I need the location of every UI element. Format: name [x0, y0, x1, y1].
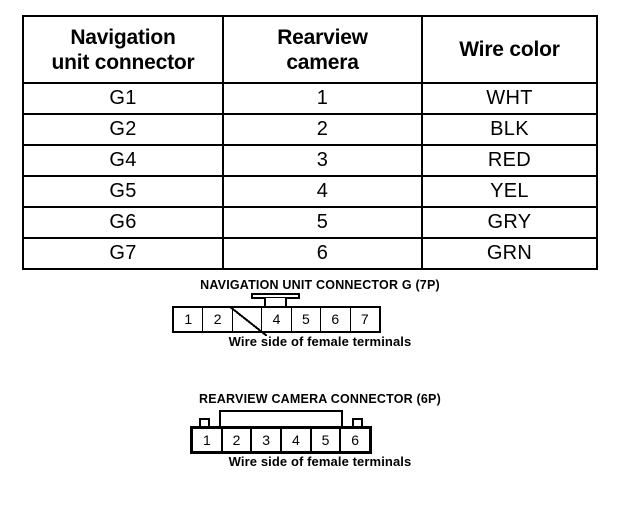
nav-pin-7: 7 — [360, 311, 369, 327]
navigation-unit-connector-figure: 1 2 4 5 6 7 — [0, 292, 640, 336]
table-row: G2 2 BLK — [22, 113, 598, 146]
connector-locking-tab-icon — [251, 293, 300, 308]
rearview-camera-connector-caption: Wire side of female terminals — [228, 454, 412, 469]
cam-pin-5: 5 — [312, 429, 342, 451]
column-header-wire-color: Wire color — [421, 15, 598, 84]
table-row: G7 6 GRN — [22, 237, 598, 270]
column-header-line: camera — [286, 50, 359, 74]
rearview-camera-connector-figure: 1 2 3 4 5 6 — [0, 406, 640, 454]
column-header-line: Rearview — [277, 25, 368, 49]
rearview-camera-connector-title: REARVIEW CAMERA CONNECTOR (6P) — [199, 392, 441, 406]
rearview-camera-connector-body: 1 2 3 4 5 6 — [190, 426, 372, 454]
cell-rearview-camera: 6 — [222, 237, 423, 270]
column-header-line: unit connector — [51, 50, 195, 74]
nav-pin-1: 1 — [174, 308, 204, 331]
nav-pin-5: 5 — [292, 308, 322, 331]
table-row: G6 5 GRY — [22, 206, 598, 239]
cell-wire-color: YEL — [421, 175, 598, 208]
navigation-unit-connector-caption: Wire side of female terminals — [228, 334, 412, 349]
connector-center-block-icon — [219, 410, 343, 427]
cell-navigation-unit-connector: G6 — [22, 206, 224, 239]
column-header-navigation-unit-connector: Navigation unit connector — [22, 15, 224, 84]
cam-pin-3: 3 — [252, 429, 283, 451]
cam-pin-4: 4 — [282, 429, 312, 451]
cell-navigation-unit-connector: G7 — [22, 237, 224, 270]
cell-rearview-camera: 1 — [222, 82, 423, 115]
navigation-unit-connector-body: 1 2 4 5 6 7 — [172, 306, 381, 336]
nav-pin-3-blank-slash-icon — [228, 306, 268, 336]
cell-navigation-unit-connector: G4 — [22, 144, 224, 177]
connector-notch-left-icon — [199, 418, 210, 427]
cell-rearview-camera: 5 — [222, 206, 423, 239]
navigation-unit-connector-title: NAVIGATION UNIT CONNECTOR G (7P) — [200, 278, 440, 292]
cell-navigation-unit-connector: G1 — [22, 82, 224, 115]
cell-rearview-camera: 3 — [222, 144, 423, 177]
cell-navigation-unit-connector: G5 — [22, 175, 224, 208]
table-row: G1 1 WHT — [22, 82, 598, 115]
nav-pin-4: 4 — [262, 308, 292, 331]
cell-wire-color: GRN — [421, 237, 598, 270]
column-header-rearview-camera: Rearview camera — [222, 15, 423, 84]
cam-pin-1: 1 — [193, 429, 223, 451]
cell-wire-color: BLK — [421, 113, 598, 146]
cell-rearview-camera: 2 — [222, 113, 423, 146]
cell-rearview-camera: 4 — [222, 175, 423, 208]
cam-pin-6: 6 — [351, 432, 360, 448]
column-header-line: Wire color — [459, 38, 560, 61]
cell-wire-color: RED — [421, 144, 598, 177]
table-header-row: Navigation unit connector Rearview camer… — [22, 15, 598, 84]
navigation-unit-connector-diagram: NAVIGATION UNIT CONNECTOR G (7P) 1 2 4 5… — [0, 278, 640, 349]
rearview-camera-connector-diagram: REARVIEW CAMERA CONNECTOR (6P) 1 2 3 4 5… — [0, 392, 640, 469]
pin-mapping-table: Navigation unit connector Rearview camer… — [22, 15, 598, 270]
cell-navigation-unit-connector: G2 — [22, 113, 224, 146]
table-row: G4 3 RED — [22, 144, 598, 177]
table-row: G5 4 YEL — [22, 175, 598, 208]
cell-wire-color: WHT — [421, 82, 598, 115]
cell-wire-color: GRY — [421, 206, 598, 239]
nav-pin-6: 6 — [321, 308, 351, 331]
cam-pin-2: 2 — [223, 429, 253, 451]
connector-notch-right-icon — [352, 418, 363, 427]
locking-tab-neck — [264, 298, 287, 308]
column-header-line: Navigation — [70, 25, 176, 49]
